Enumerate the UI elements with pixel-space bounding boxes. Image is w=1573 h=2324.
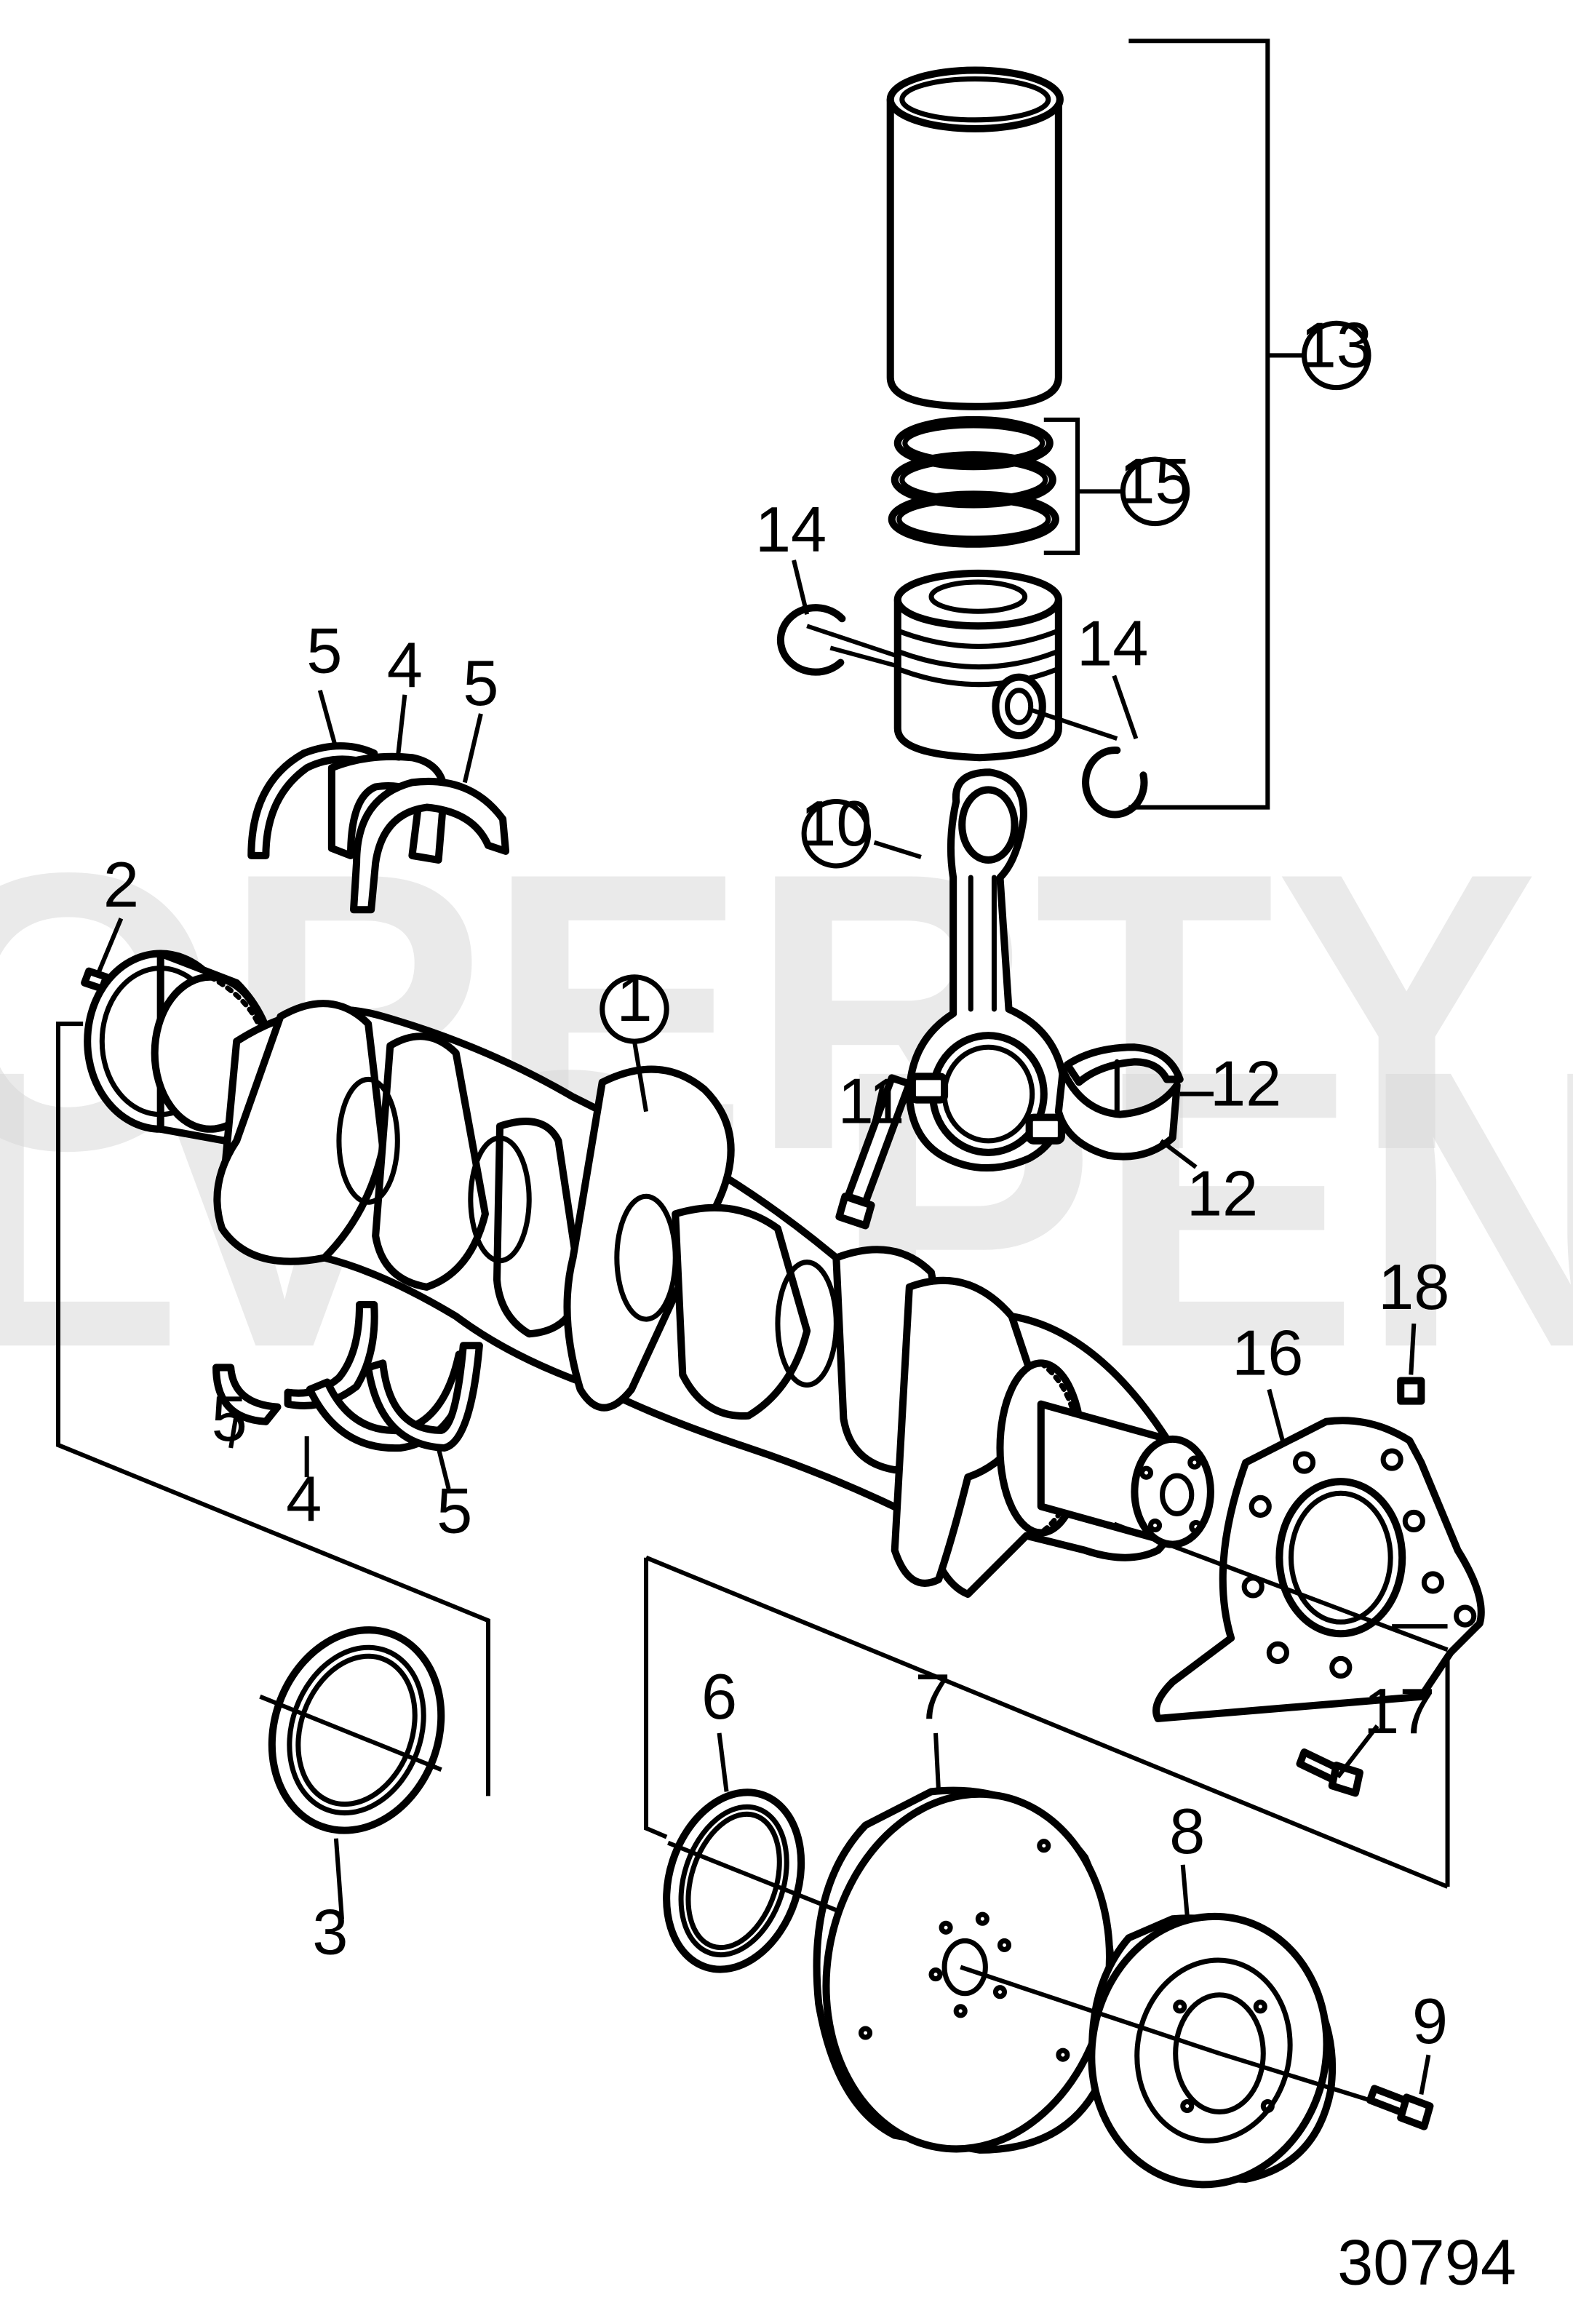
label-5c: 5 <box>212 1382 247 1455</box>
cylinder-liner <box>886 66 1064 410</box>
label-11: 11 <box>838 1065 905 1137</box>
label-16: 16 <box>1232 1316 1303 1388</box>
label-4a: 4 <box>387 629 423 701</box>
callouts: 1 2 3 4 4 5 5 5 5 6 7 8 9 10 11 12 12 13… <box>103 309 1450 2058</box>
crankshaft <box>84 950 1214 1599</box>
label-5d: 5 <box>437 1475 472 1547</box>
front-oil-seal <box>663 1788 805 1973</box>
group-frames <box>55 39 1450 1889</box>
leader-lines <box>97 560 1449 2103</box>
label-5a: 5 <box>306 615 342 687</box>
circlip-right <box>1082 747 1148 819</box>
bracket-15 <box>1043 417 1080 555</box>
connecting-rod <box>905 768 1069 1172</box>
label-10: 10 <box>800 787 872 859</box>
callout-ring-15 <box>1120 456 1190 527</box>
rear-oil-seal <box>268 1626 445 1834</box>
label-8: 8 <box>1169 1795 1205 1867</box>
bracket-13 <box>1128 39 1270 810</box>
callout-ring-1 <box>600 974 669 1044</box>
label-18: 18 <box>1378 1251 1449 1323</box>
label-9: 9 <box>1412 1985 1448 2057</box>
label-14b: 14 <box>1077 608 1148 680</box>
frame-rear-seal <box>55 1022 490 1796</box>
callout-ring-13 <box>1302 320 1371 391</box>
label-6: 6 <box>701 1660 737 1732</box>
damper-bolt <box>1366 2085 1434 2130</box>
label-14a: 14 <box>755 493 827 565</box>
label-13: 13 <box>1301 309 1372 381</box>
lower-thrust-bearings <box>212 1300 483 1452</box>
frame-front <box>644 1557 668 1839</box>
drawing-number: 30794 <box>1337 2226 1516 2299</box>
plug <box>1397 1377 1425 1405</box>
label-12b: 12 <box>1187 1157 1258 1229</box>
callout-ring-10 <box>801 799 872 869</box>
label-12a: 12 <box>1210 1048 1281 1120</box>
label-15: 15 <box>1119 445 1190 517</box>
rod-bolt <box>835 1074 913 1230</box>
label-1: 1 <box>616 963 652 1035</box>
circlip-left <box>776 604 846 676</box>
piston <box>893 569 1062 762</box>
label-17: 17 <box>1363 1675 1435 1747</box>
dowel-pin <box>81 967 111 992</box>
upper-thrust-bearings <box>247 742 510 914</box>
piston-rings <box>888 415 1059 548</box>
label-2: 2 <box>103 848 139 920</box>
label-7: 7 <box>915 1660 950 1732</box>
label-3: 3 <box>312 1895 348 1967</box>
conrod-bearing-shells <box>1054 1043 1184 1161</box>
label-5b: 5 <box>463 647 498 719</box>
label-4b: 4 <box>286 1463 322 1535</box>
